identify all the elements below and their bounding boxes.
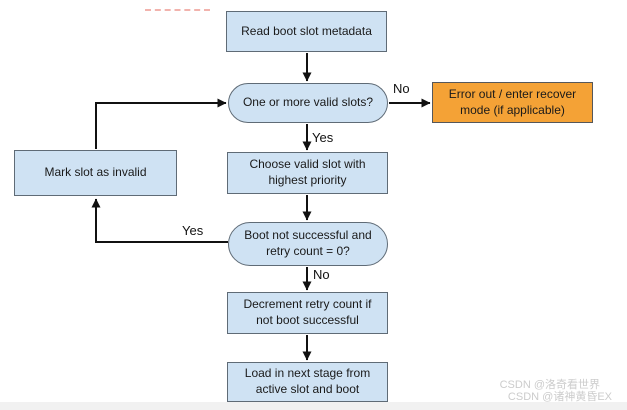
node-read-boot-slot-metadata: Read boot slot metadata	[226, 11, 387, 52]
node-boot-not-successful-check: Boot not successful and retry count = 0?	[228, 222, 388, 266]
edge-label-no: No	[313, 267, 330, 282]
arrow-markinvalid-to-validslots	[95, 98, 227, 149]
csdn-watermark-line1: CSDN @洛奇看世界	[499, 379, 600, 391]
node-error-out-recover-mode: Error out / enter recover mode (if appli…	[432, 82, 593, 123]
pink-dashed-annotation	[145, 9, 210, 11]
node-load-next-stage: Load in next stage from active slot and …	[227, 362, 388, 402]
edge-label-no: No	[393, 81, 410, 96]
csdn-watermark-line2: CSDN @诸神黄昏EX	[507, 391, 612, 403]
node-decrement-retry-count: Decrement retry count if not boot succes…	[227, 292, 388, 334]
node-label: Choose valid slot with highest priority	[249, 157, 366, 187]
node-choose-valid-slot: Choose valid slot with highest priority	[227, 152, 388, 194]
node-label: Error out / enter recover mode (if appli…	[448, 86, 577, 117]
edge-label-yes: Yes	[182, 223, 204, 238]
node-label: Load in next stage from active slot and …	[244, 366, 371, 396]
arrow-yes-to-markinvalid	[91, 198, 228, 243]
node-label: Decrement retry count if not boot succes…	[243, 297, 372, 327]
node-label: Boot not successful and retry count = 0?	[244, 228, 372, 258]
edge-label-yes: Yes	[312, 130, 334, 145]
node-label: One or more valid slots?	[242, 95, 374, 110]
node-one-or-more-valid-slots: One or more valid slots?	[228, 83, 388, 123]
node-mark-slot-invalid: Mark slot as invalid	[14, 150, 177, 196]
bottom-edge-strip	[0, 402, 627, 410]
node-label: Read boot slot metadata	[241, 23, 372, 38]
node-label: Mark slot as invalid	[44, 165, 147, 180]
